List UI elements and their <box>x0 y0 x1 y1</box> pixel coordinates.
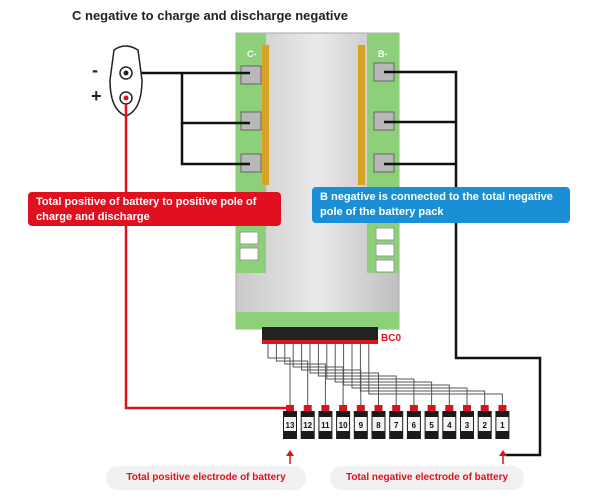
arrows <box>286 450 507 464</box>
b-terminals <box>373 62 395 173</box>
connector-label: BC0 <box>381 333 401 344</box>
balance-wire <box>267 344 291 408</box>
b-negative-callout: B negative is connected to the total neg… <box>312 187 570 223</box>
balance-connector: BC0 <box>262 327 401 344</box>
balance-pin-label: 3 <box>465 421 470 430</box>
c-terminals <box>240 65 262 173</box>
balance-pins: 13 12 11 10 9 8 7 6 5 4 3 2 1 <box>283 405 510 439</box>
c-negative-wires <box>127 71 250 166</box>
balance-wire <box>359 344 486 408</box>
balance-pin-label: 12 <box>303 421 312 430</box>
right-gold-strip <box>358 45 365 185</box>
balance-pin-label: 5 <box>429 421 434 430</box>
diagram-title: C negative to charge and discharge negat… <box>72 8 348 23</box>
balance-pin-label: 11 <box>321 421 330 430</box>
balance-pin-label: 7 <box>394 421 399 430</box>
bottom-pcb-strip <box>236 312 399 329</box>
negative-sign: - <box>92 60 98 80</box>
balance-pin: 9 <box>353 405 368 439</box>
balance-wires <box>267 344 503 408</box>
balance-pin-label: 1 <box>500 421 505 430</box>
balance-pin-label: 13 <box>286 421 295 430</box>
balance-pin: 11 <box>318 405 333 439</box>
balance-pin: 5 <box>424 405 439 439</box>
negative-electrode-label: Total negative electrode of battery <box>330 466 524 490</box>
b-minus-label: B- <box>378 49 388 59</box>
balance-pin-label: 8 <box>376 421 381 430</box>
balance-pin: 8 <box>371 405 386 439</box>
balance-pin: 2 <box>477 405 492 439</box>
balance-pin-label: 6 <box>412 421 417 430</box>
positive-sign: + <box>91 86 102 106</box>
balance-wire <box>334 344 433 408</box>
left-gold-strip <box>262 45 269 185</box>
balance-wire <box>368 344 503 408</box>
balance-pin: 12 <box>300 405 315 439</box>
balance-wire <box>343 344 450 408</box>
balance-pin: 3 <box>460 405 474 439</box>
b-negative-wires <box>384 70 542 457</box>
charge-terminal <box>109 45 143 117</box>
balance-pin: 7 <box>389 405 404 439</box>
balance-pin: 13 <box>283 405 297 439</box>
positive-electrode-label: Total positive electrode of battery <box>106 466 306 490</box>
balance-pin-label: 10 <box>339 421 348 430</box>
balance-wire <box>275 344 309 408</box>
positive-callout: Total positive of battery to positive po… <box>28 192 281 226</box>
c-minus-label: C- <box>247 49 257 59</box>
balance-pin-label: 4 <box>447 421 452 430</box>
balance-pin: 6 <box>406 405 421 439</box>
balance-pin-label: 9 <box>359 421 364 430</box>
balance-wire <box>284 344 326 408</box>
balance-pin: 1 <box>495 405 510 439</box>
balance-wire <box>351 344 468 408</box>
balance-pin-label: 2 <box>482 421 487 430</box>
balance-wire <box>317 344 397 408</box>
balance-pin: 4 <box>442 405 457 439</box>
balance-pin: 10 <box>336 405 351 439</box>
